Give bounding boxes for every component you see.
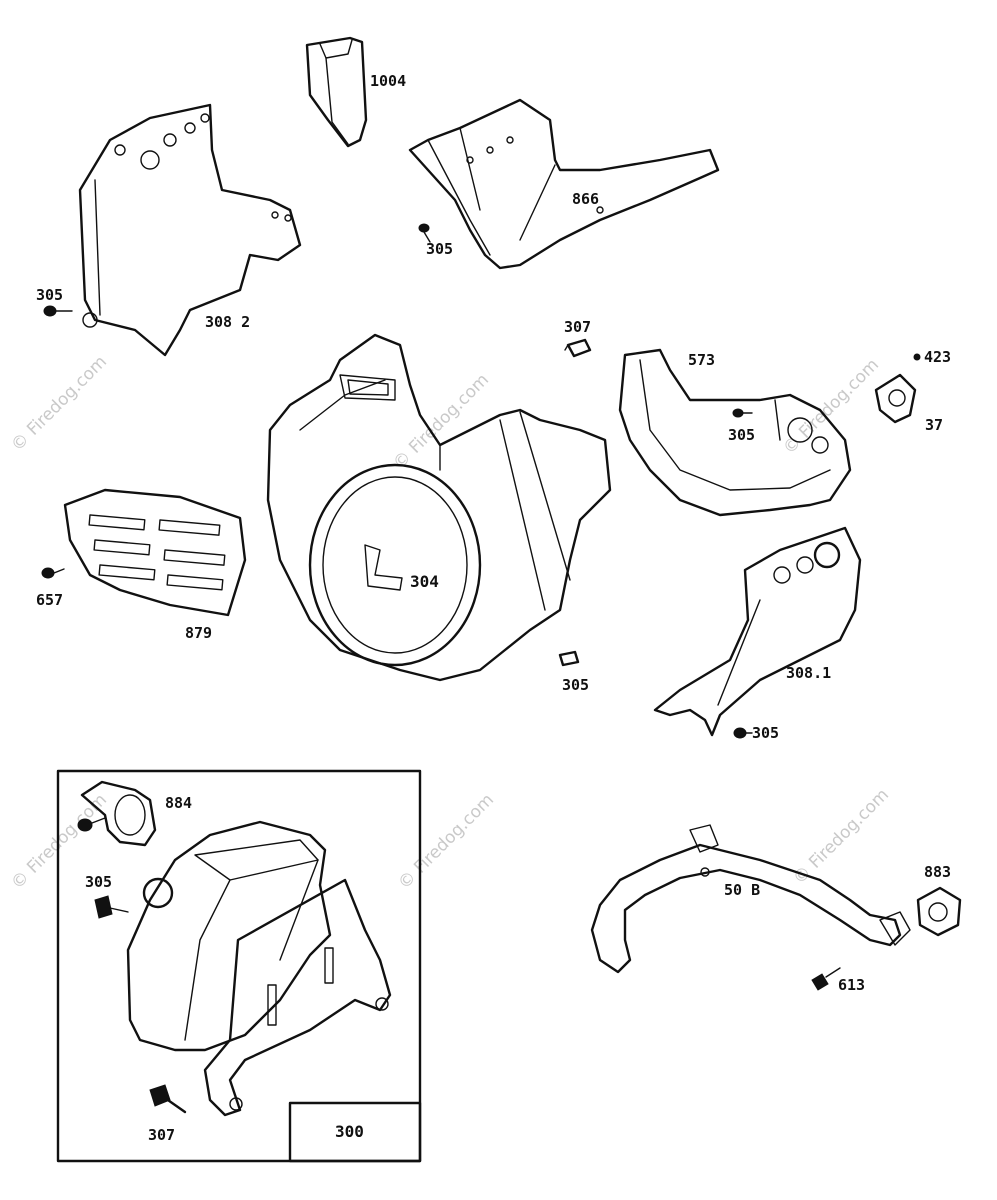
label-305-left: 305	[36, 286, 63, 304]
label-308-1: 308.1	[786, 664, 831, 682]
label-307-box: 307	[148, 1126, 175, 1144]
label-308-2: 308 2	[205, 313, 250, 331]
label-613: 613	[838, 976, 865, 994]
screw-307-box-icon	[149, 1084, 187, 1114]
label-304: 304	[410, 572, 439, 591]
screw-305-top-icon	[418, 223, 431, 243]
screw-613-icon	[811, 967, 841, 991]
label-37: 37	[925, 416, 943, 434]
part-573-cylinder-shroud	[618, 348, 852, 517]
label-573: 573	[688, 351, 715, 369]
label-305-bottom-right: 305	[752, 724, 779, 742]
label-657: 657	[36, 591, 63, 609]
label-866: 866	[572, 190, 599, 208]
label-305-box: 305	[85, 873, 112, 891]
part-308-2-plate	[78, 103, 302, 357]
part-879-grille	[63, 488, 247, 617]
part-1004-bracket	[305, 36, 368, 148]
watermark-center: © Firedog.com	[389, 370, 493, 474]
part-308-1-plate	[653, 526, 862, 737]
watermark-lower-right: © Firedog.com	[789, 785, 893, 889]
watermark-right: © Firedog.com	[779, 355, 883, 459]
part-883-gasket	[916, 886, 962, 937]
label-305-mid: 305	[562, 676, 589, 694]
screw-305-left-icon	[43, 305, 73, 317]
label-50b: 50 B	[724, 881, 760, 899]
screw-305-mid-icon	[558, 650, 580, 667]
label-883: 883	[924, 863, 951, 881]
screw-423-icon	[913, 353, 921, 361]
label-884: 884	[165, 794, 192, 812]
part-50b-exhaust-pipe	[590, 824, 911, 974]
screw-307-top-icon	[564, 338, 592, 358]
watermark-left: © Firedog.com	[7, 352, 111, 456]
part-304-blower-housing	[266, 333, 612, 682]
screw-305-bottom-right-icon	[733, 727, 753, 739]
label-305-top: 305	[426, 240, 453, 258]
part-884-clamp	[77, 780, 157, 847]
label-300: 300	[335, 1122, 364, 1141]
label-423: 423	[924, 348, 951, 366]
screw-657-icon	[41, 567, 65, 579]
screw-305-box-icon	[94, 895, 129, 919]
label-879: 879	[185, 624, 212, 642]
part-866-shroud	[408, 98, 720, 270]
watermark-lower-center: © Firedog.com	[394, 790, 498, 894]
label-307-top: 307	[564, 318, 591, 336]
muffler-kit-box	[56, 769, 422, 1163]
label-1004: 1004	[370, 72, 406, 90]
label-305-right: 305	[728, 426, 755, 444]
part-37-gasket	[874, 373, 917, 424]
part-muffler	[126, 820, 392, 1117]
screw-305-right-icon	[732, 408, 753, 418]
